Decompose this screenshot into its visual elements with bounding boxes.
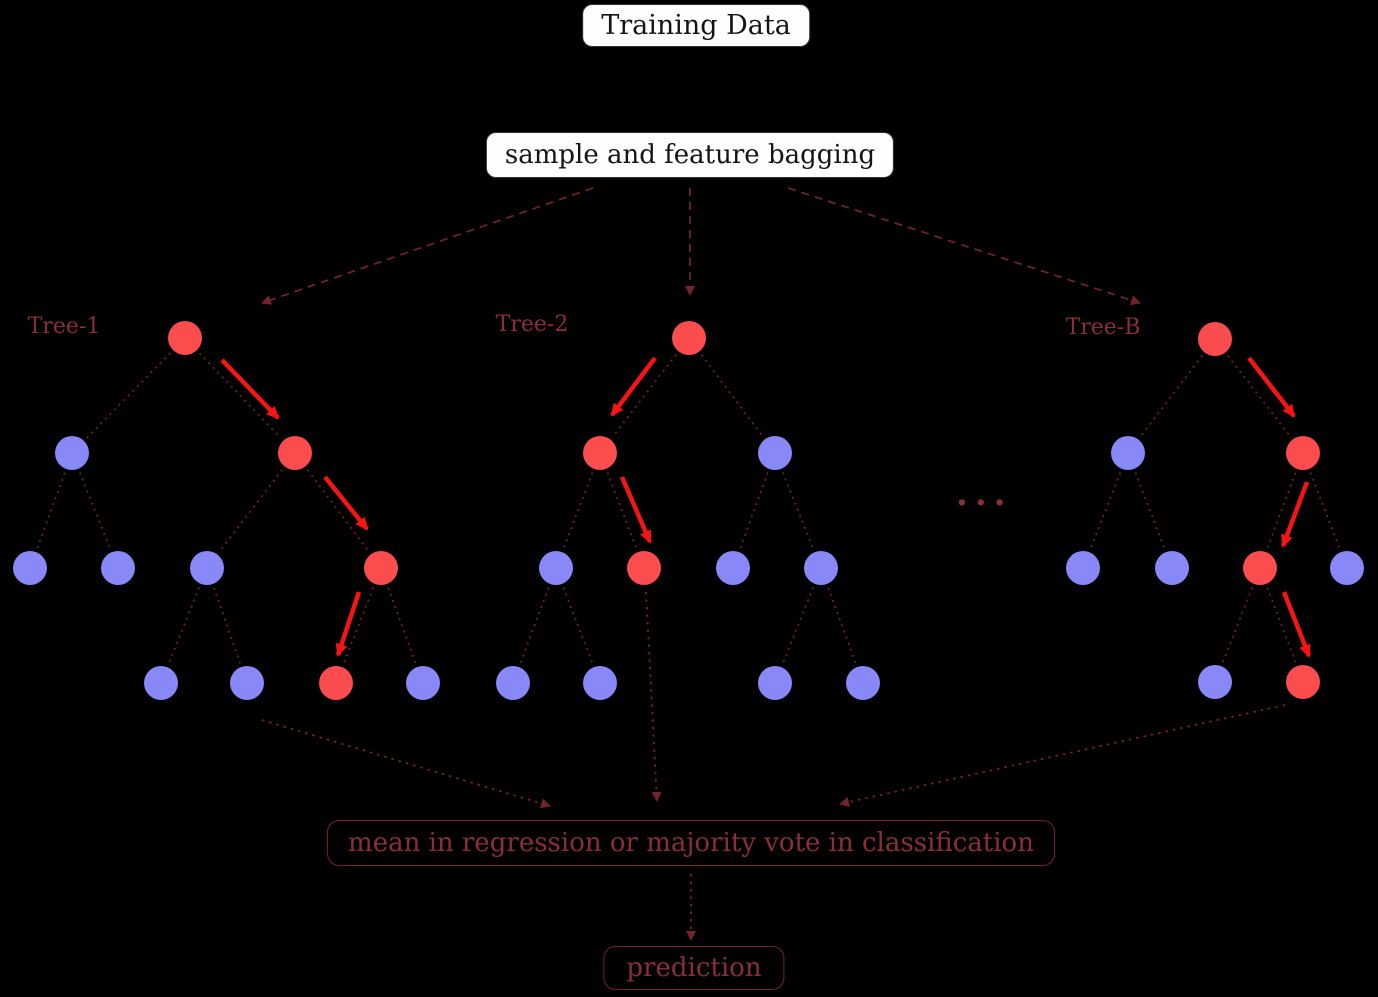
tree-b-label: Tree-B xyxy=(1065,315,1141,340)
decision-node-blue xyxy=(804,551,838,585)
connector-arrows xyxy=(261,187,1286,941)
tree-edges xyxy=(36,352,1341,664)
decision-node-blue xyxy=(144,666,178,700)
decision-node-blue xyxy=(716,551,750,585)
decision-node-blue xyxy=(1066,551,1100,585)
decision-node-red xyxy=(1286,436,1320,470)
tree-nodes xyxy=(13,321,1364,700)
decision-node-red xyxy=(168,321,202,355)
tree-1-label: Tree-1 xyxy=(27,314,101,339)
decision-node-red xyxy=(319,666,353,700)
more-trees-ellipsis: ... xyxy=(956,474,1013,514)
decision-node-blue xyxy=(1111,436,1145,470)
decision-node-red xyxy=(1243,551,1277,585)
decision-node-blue xyxy=(13,551,47,585)
decision-node-blue xyxy=(230,666,264,700)
decision-node-red xyxy=(627,551,661,585)
decision-node-blue xyxy=(406,666,440,700)
sample-feature-bagging-box: sample and feature bagging xyxy=(485,132,895,178)
decision-node-red xyxy=(1198,322,1232,356)
prediction-box: prediction xyxy=(603,946,785,990)
decision-node-blue xyxy=(846,666,880,700)
decision-node-blue xyxy=(496,666,530,700)
decision-path-arrows xyxy=(220,356,1312,658)
decision-node-blue xyxy=(1155,551,1189,585)
decision-node-blue xyxy=(583,666,617,700)
decision-node-blue xyxy=(55,436,89,470)
decision-node-red xyxy=(672,321,706,355)
decision-node-blue xyxy=(101,551,135,585)
tree-2-label: Tree-2 xyxy=(495,312,569,337)
decision-node-red xyxy=(1286,665,1320,699)
aggregation-box: mean in regression or majority vote in c… xyxy=(327,820,1055,866)
training-data-box: Training Data xyxy=(582,4,810,47)
decision-node-blue xyxy=(190,551,224,585)
decision-node-red xyxy=(278,436,312,470)
decision-node-red xyxy=(364,551,398,585)
decision-node-blue xyxy=(1330,551,1364,585)
decision-node-blue xyxy=(539,551,573,585)
decision-node-blue xyxy=(1198,665,1232,699)
decision-node-blue xyxy=(758,666,792,700)
decision-node-blue xyxy=(758,436,792,470)
decision-node-red xyxy=(583,436,617,470)
